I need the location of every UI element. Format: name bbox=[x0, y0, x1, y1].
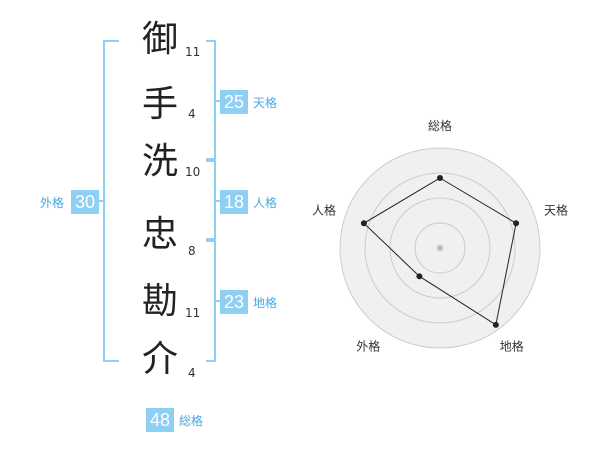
radar-axis-label-2: 天格 bbox=[544, 202, 568, 217]
stroke-count-3: 10 bbox=[185, 165, 201, 179]
radar-point-1 bbox=[437, 175, 443, 181]
tenkaku-value: 25 bbox=[220, 90, 248, 114]
jinkaku-label: 人格 bbox=[253, 196, 278, 210]
radar-center-dot bbox=[437, 245, 443, 251]
radar-point-5 bbox=[360, 220, 367, 227]
name-char-2: 手 bbox=[141, 84, 178, 125]
outer-bracket bbox=[103, 40, 119, 362]
radar-point-4 bbox=[416, 273, 423, 280]
gaikaku-value: 30 bbox=[71, 190, 99, 214]
name-char-1: 御 bbox=[141, 19, 178, 60]
tenkaku-label: 天格 bbox=[253, 96, 278, 110]
radar-axis-label-3: 地格 bbox=[500, 339, 524, 354]
stroke-count-2: 4 bbox=[188, 107, 196, 121]
tenkaku-bracket-tick bbox=[215, 100, 221, 102]
name-char-4: 忠 bbox=[141, 214, 178, 255]
radar-axis-label-5: 人格 bbox=[312, 202, 336, 217]
radar-point-2 bbox=[513, 220, 520, 227]
stroke-count-6: 4 bbox=[188, 366, 196, 380]
radar-point-3 bbox=[492, 321, 499, 328]
radar-axis-label-4: 外格 bbox=[356, 339, 380, 354]
name-char-3: 洗 bbox=[141, 141, 178, 182]
jinkaku-value: 18 bbox=[220, 190, 248, 214]
name-char-6: 介 bbox=[141, 339, 178, 380]
jinkaku-bracket-tick bbox=[215, 200, 221, 202]
chikaku-label: 地格 bbox=[253, 296, 278, 310]
chikaku-bracket-tick bbox=[215, 300, 221, 302]
soukaku-value: 48 bbox=[146, 408, 174, 432]
radar-axis-label-1: 総格 bbox=[428, 118, 452, 133]
radar-ring-3 bbox=[364, 172, 516, 324]
stroke-count-4: 8 bbox=[188, 244, 196, 258]
stroke-count-5: 11 bbox=[185, 306, 201, 320]
chikaku-value: 23 bbox=[220, 290, 248, 314]
radar-ring-1 bbox=[414, 222, 466, 274]
gaikaku-label: 外格 bbox=[40, 196, 65, 210]
outer-bracket-tick bbox=[98, 200, 104, 202]
soukaku-label: 総格 bbox=[179, 414, 204, 428]
name-char-5: 勘 bbox=[141, 281, 178, 322]
stroke-count-1: 11 bbox=[185, 45, 201, 59]
radar-points bbox=[360, 175, 520, 328]
radar-shape bbox=[363, 177, 517, 326]
